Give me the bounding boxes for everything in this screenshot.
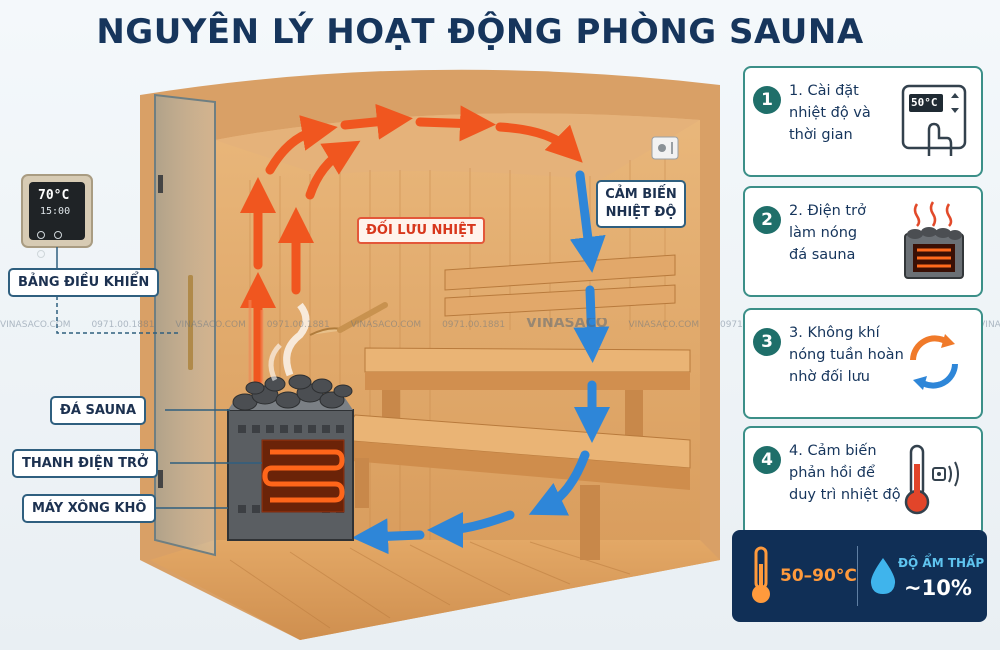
step-text: 2. Điện trở làm nóng đá sauna [789, 200, 889, 266]
thermostat-icon-readout: 50°C [911, 96, 938, 109]
label-sauna-stones: ĐÁ SAUNA [50, 396, 147, 425]
step-text-line: nóng tuần hoàn [789, 347, 904, 363]
thermostat-touch-icon: 50°C [895, 78, 973, 162]
watermark-site: VINASACO.COM [979, 320, 1000, 330]
controller-buttons [37, 224, 79, 258]
temperature-sensor-device [651, 136, 679, 160]
temperature-range: 50–90°C [780, 566, 857, 586]
step-text-line: phản hồi để [789, 465, 875, 481]
summary-divider [857, 546, 858, 606]
controller-button-icon [54, 231, 63, 239]
step-text-line: nhiệt độ và [789, 105, 871, 121]
ladle-and-steam [268, 302, 388, 382]
page-title: NGUYÊN LÝ HOẠT ĐỘNG PHÒNG SAUNA [96, 12, 864, 52]
label-heating-element: THANH ĐIỆN TRỞ [12, 449, 159, 478]
watermark-phone: 0971.00.1881 [266, 320, 330, 330]
label-control-panel: BẢNG ĐIỀU KHIỂN [8, 268, 160, 297]
watermark-site: VINASACO.COM [350, 320, 422, 330]
summary-panel: 50–90°C ĐỘ ẨM THẤP ~10% [732, 530, 987, 622]
label-temperature-sensor: CẢM BIẾN NHIỆT ĐỘ [596, 180, 686, 228]
step-card-4: 4 4. Cảm biến phản hồi để duy trì nhiệt … [743, 426, 983, 537]
hot-air-arrows [240, 103, 583, 385]
controller-button-icon [37, 250, 45, 258]
humidity-value: ~10% [904, 576, 972, 600]
step-text-line: đá sauna [789, 247, 856, 263]
step-text-line: 2. Điện trở [789, 203, 866, 219]
step-text: 1. Cài đặt nhiệt độ và thời gian [789, 80, 889, 146]
step-card-1: 1 1. Cài đặt nhiệt độ và thời gian 50°C [743, 66, 983, 177]
step-text: 3. Không khí nóng tuần hoàn nhờ đối lưu [789, 322, 904, 388]
sensor-label-line: CẢM BIẾN [605, 187, 677, 202]
leader-lines [56, 247, 262, 509]
circulation-arrows-icon [895, 320, 973, 404]
step-text-line: nhờ đối lưu [789, 369, 870, 385]
watermark-site: VINASACO.COM [0, 320, 71, 330]
step-text-line: làm nóng [789, 225, 858, 241]
step-text-line: 4. Cảm biến [789, 443, 877, 459]
step-number: 1 [753, 86, 781, 114]
label-convection: ĐỐI LƯU NHIỆT [357, 217, 485, 244]
wall-control-panel [21, 174, 93, 248]
watermark-site: VINASACO.COM [175, 320, 246, 330]
label-heater: MÁY XÔNG KHÔ [22, 494, 157, 523]
thermometer-sensor-icon [895, 438, 973, 522]
step-text-line: thời gian [789, 127, 853, 143]
step-card-3: 3 3. Không khí nóng tuần hoàn nhờ đối lư… [743, 308, 983, 419]
cool-air-arrows [352, 170, 610, 555]
controller-temp-display: 70°C [38, 188, 70, 203]
watermark-site: VINASACO.COM [628, 320, 700, 330]
sauna-stones [232, 374, 353, 411]
step-number: 2 [753, 206, 781, 234]
step-text-line: 1. Cài đặt [789, 83, 859, 99]
step-number: 3 [753, 328, 781, 356]
sauna-heater-icon [895, 198, 973, 282]
watermark-phone: 0971.00.1881 [91, 320, 155, 330]
glass-door [154, 93, 216, 557]
thermometer-icon [752, 546, 770, 603]
watermark-phone: 0971.00.1881 [442, 320, 506, 330]
step-card-2: 2 2. Điện trở làm nóng đá sauna [743, 186, 983, 297]
watermark-brand: VINASACO [525, 318, 608, 331]
humidity-label: ĐỘ ẨM THẤP [898, 556, 985, 570]
step-number: 4 [753, 446, 781, 474]
controller-time-display: 15:00 [40, 206, 71, 217]
step-text-line: 3. Không khí [789, 325, 880, 341]
step-text: 4. Cảm biến phản hồi để duy trì nhiệt độ [789, 440, 901, 506]
water-drop-icon [870, 558, 896, 594]
floor [150, 540, 720, 640]
step-text-line: duy trì nhiệt độ [789, 487, 901, 503]
sauna-heater [227, 398, 354, 541]
controller-button-icon [37, 231, 45, 239]
sensor-label-line: NHIỆT ĐỘ [605, 205, 677, 220]
heat-streaks [248, 300, 264, 390]
